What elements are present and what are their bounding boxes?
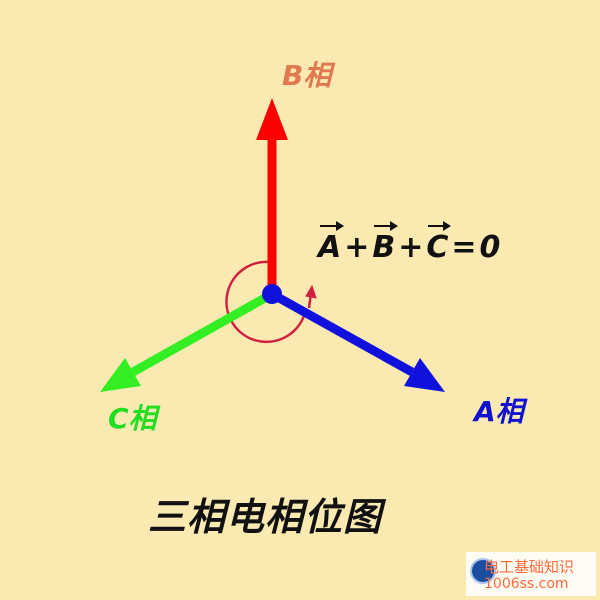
watermark-site-name: 电工基础知识 (484, 558, 575, 576)
watermark-logo-icon (470, 558, 496, 584)
equals-sign: = (451, 230, 477, 265)
vector-a-symbol: A (318, 221, 345, 265)
vector-sum-equation: A + B + C = 0 (318, 221, 501, 265)
phase-a-arrowhead (404, 358, 445, 392)
site-watermark: 电工基础知识 1006ss.com (466, 552, 596, 596)
phase-b-arrowhead (256, 98, 288, 140)
watermark-url: 1006ss.com (484, 576, 569, 592)
vector-c-symbol: C (426, 221, 452, 265)
phase-a-label: A相 (474, 395, 524, 428)
zero-result: 0 (479, 230, 501, 265)
phase-b-label: B相 (282, 59, 332, 92)
phase-a-vector (269, 290, 415, 376)
plus-sign-2: + (398, 230, 424, 265)
rotation-direction-arc (225, 260, 308, 344)
phase-c-arrowhead (100, 358, 141, 392)
origin-point (262, 284, 282, 304)
vector-b-symbol: B (372, 221, 399, 265)
phase-c-vector (130, 290, 275, 376)
phase-c-label: C相 (108, 402, 157, 435)
plus-sign-1: + (344, 230, 370, 265)
diagram-title: 三相电相位图 (148, 495, 383, 539)
